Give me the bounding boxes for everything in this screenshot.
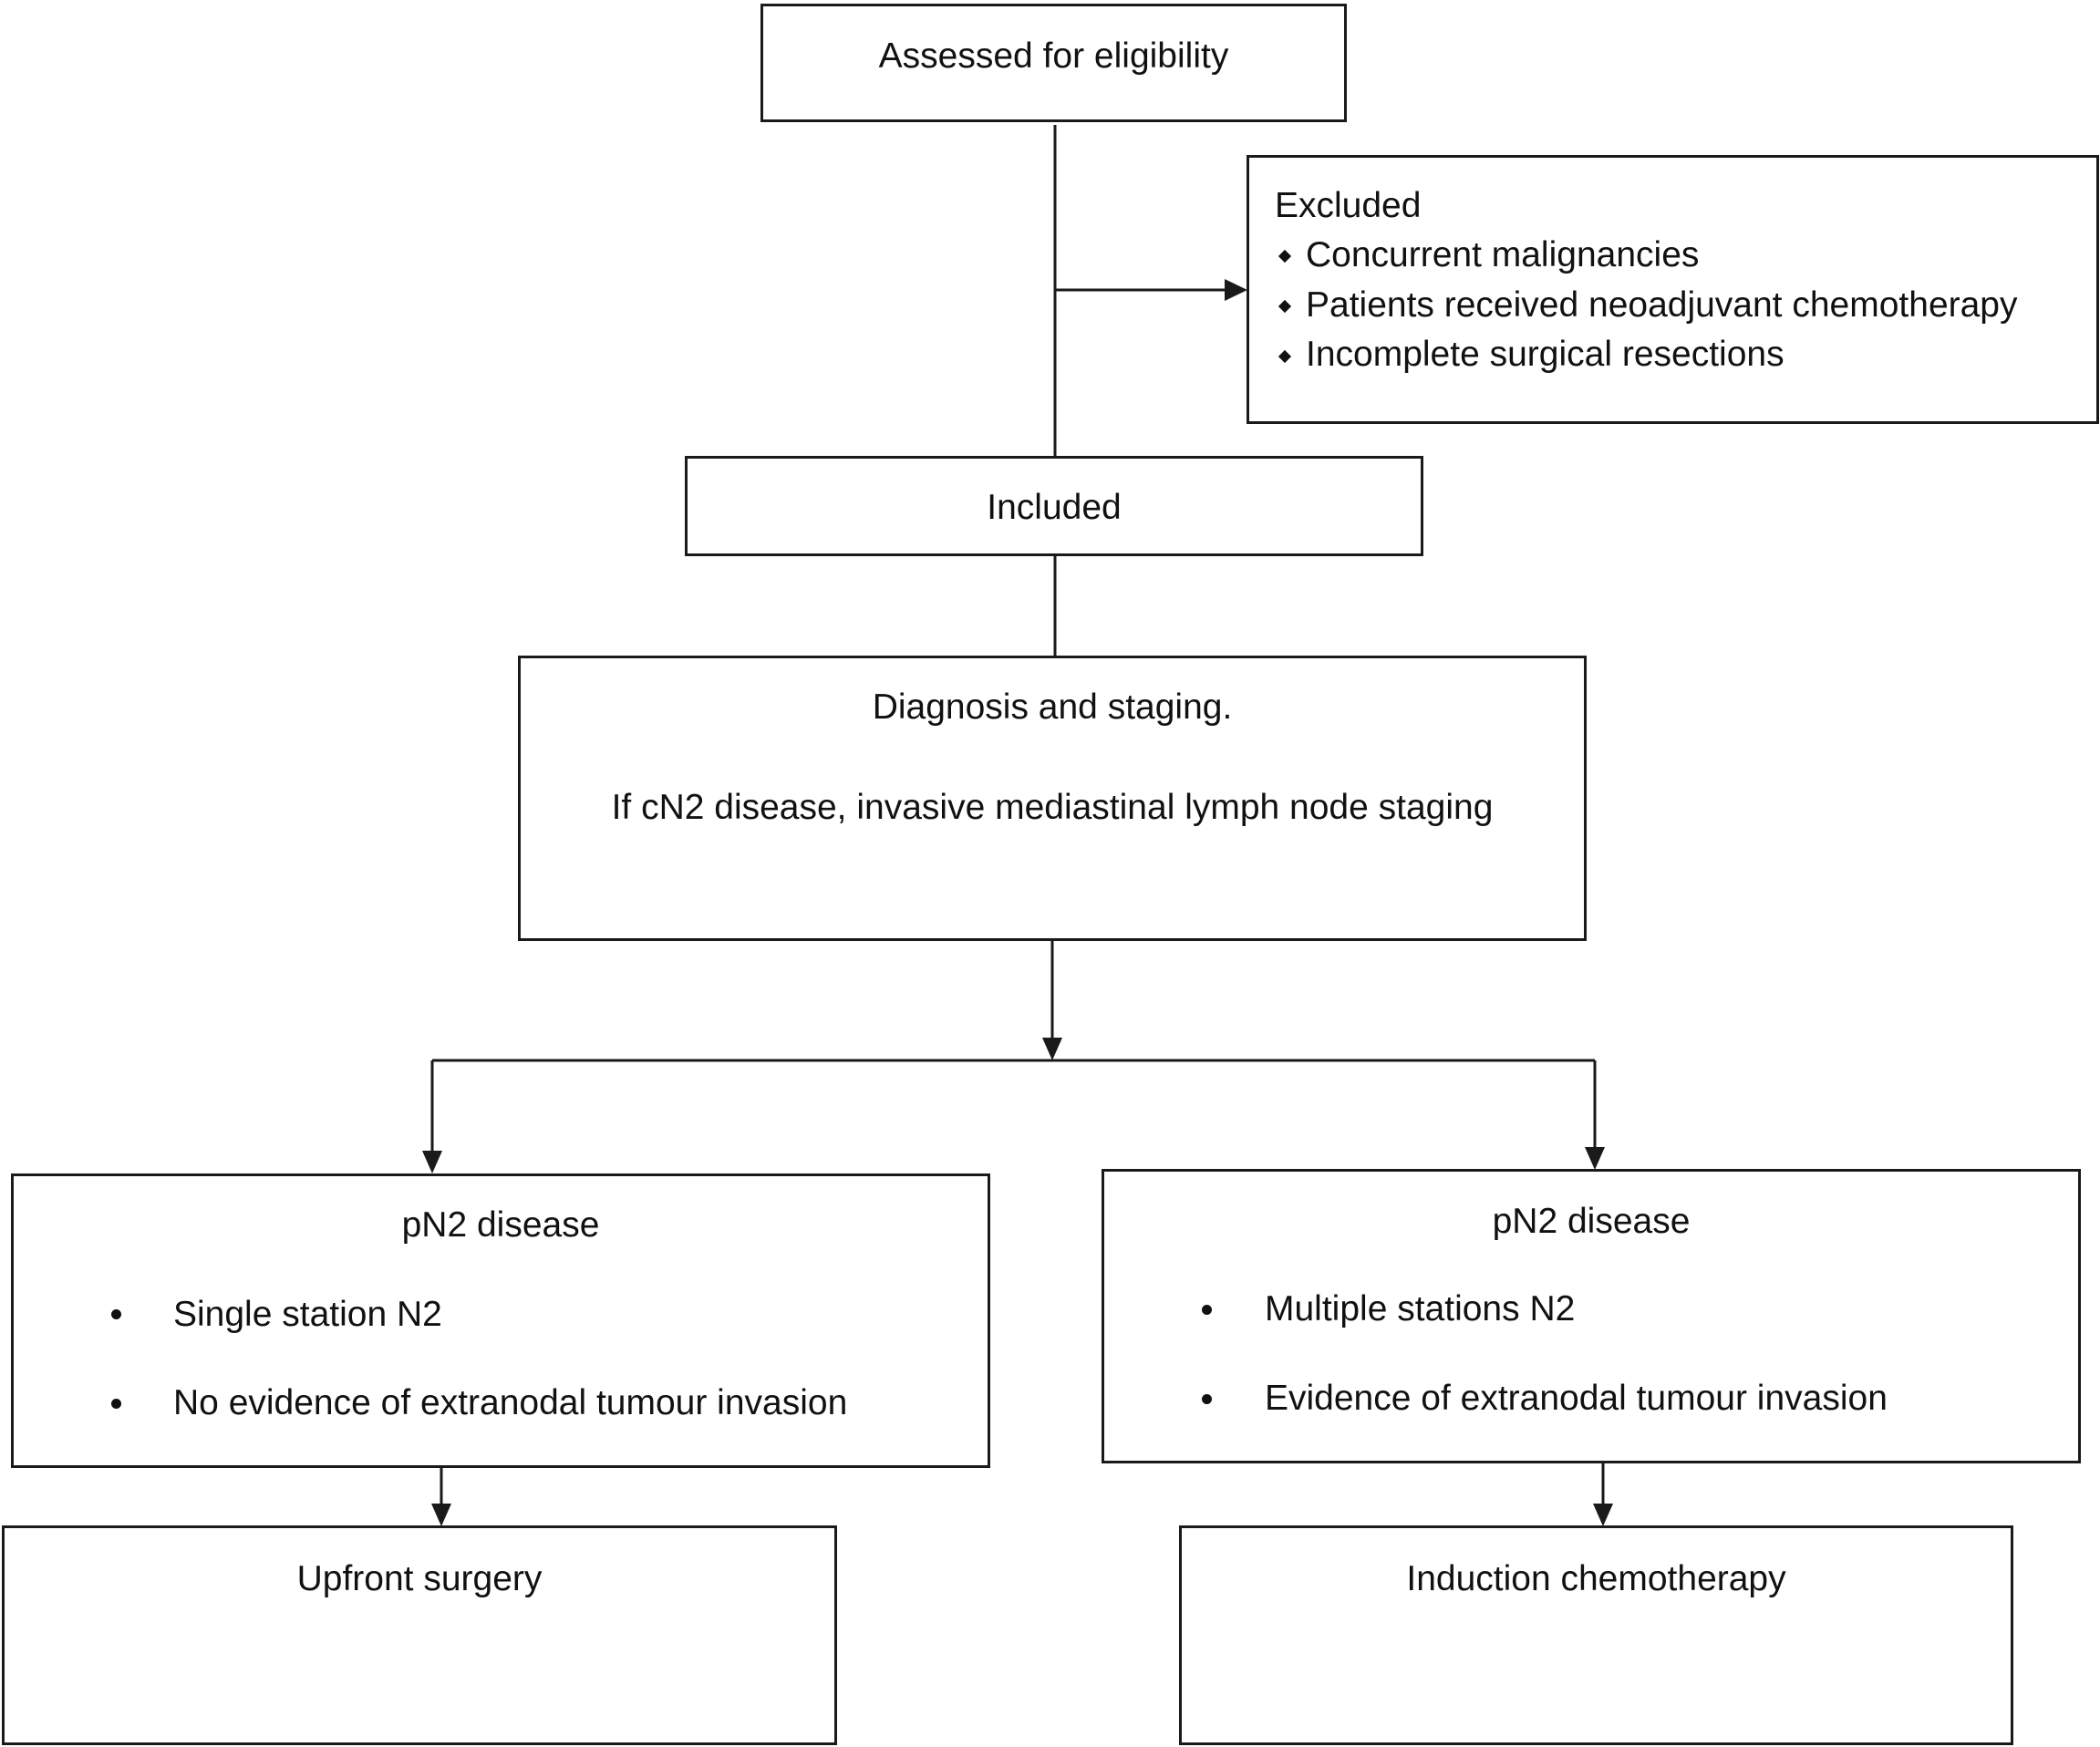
excluded-item-3: Incomplete surgical resections [1306,335,1784,374]
right-pn2-item-1: Multiple stations N2 [1265,1289,1576,1328]
left-pn2-item-1: Single station N2 [173,1295,442,1334]
excluded-box [1247,155,2099,424]
left-pn2-box [11,1173,990,1468]
arrowhead-right-pn2 [1585,1147,1605,1170]
upfront-surgery-box [2,1525,837,1745]
diagnosis-line-1: Diagnosis and staging. [872,687,1233,727]
diagnosis-box [518,656,1587,941]
excluded-item-2: Patients received neoadjuvant chemothera… [1306,285,2018,325]
left-pn2-bullet-2 [111,1399,121,1409]
arrowhead-split [1042,1038,1062,1060]
excluded-item-1: Concurrent malignancies [1306,235,1700,274]
arrowhead-excluded [1225,279,1247,301]
right-pn2-bullet-1 [1202,1305,1212,1315]
left-pn2-item-2: No evidence of extranodal tumour invasio… [173,1383,848,1422]
induction-chemotherapy-label: Induction chemotherapy [1406,1559,1786,1598]
arrowhead-induction [1593,1504,1613,1526]
assessed-box [760,4,1347,122]
upfront-surgery-label: Upfront surgery [296,1559,543,1598]
right-pn2-bullet-2 [1202,1394,1212,1404]
right-pn2-box [1102,1169,2081,1463]
right-pn2-item-2: Evidence of extranodal tumour invasion [1265,1379,1888,1418]
left-pn2-bullet-1 [111,1309,121,1319]
left-pn2-title: pN2 disease [401,1205,600,1245]
included-box [685,456,1423,556]
arrowhead-upfront [431,1504,451,1526]
included-label: Included [987,488,1122,527]
right-pn2-title: pN2 disease [1492,1202,1691,1241]
arrowhead-left-pn2 [422,1151,442,1173]
diagnosis-line-2: If cN2 disease, invasive mediastinal lym… [611,788,1494,827]
assessed-label: Assessed for eligibility [878,36,1229,76]
excluded-title: Excluded [1275,186,1422,225]
induction-chemotherapy-box [1179,1525,2013,1745]
